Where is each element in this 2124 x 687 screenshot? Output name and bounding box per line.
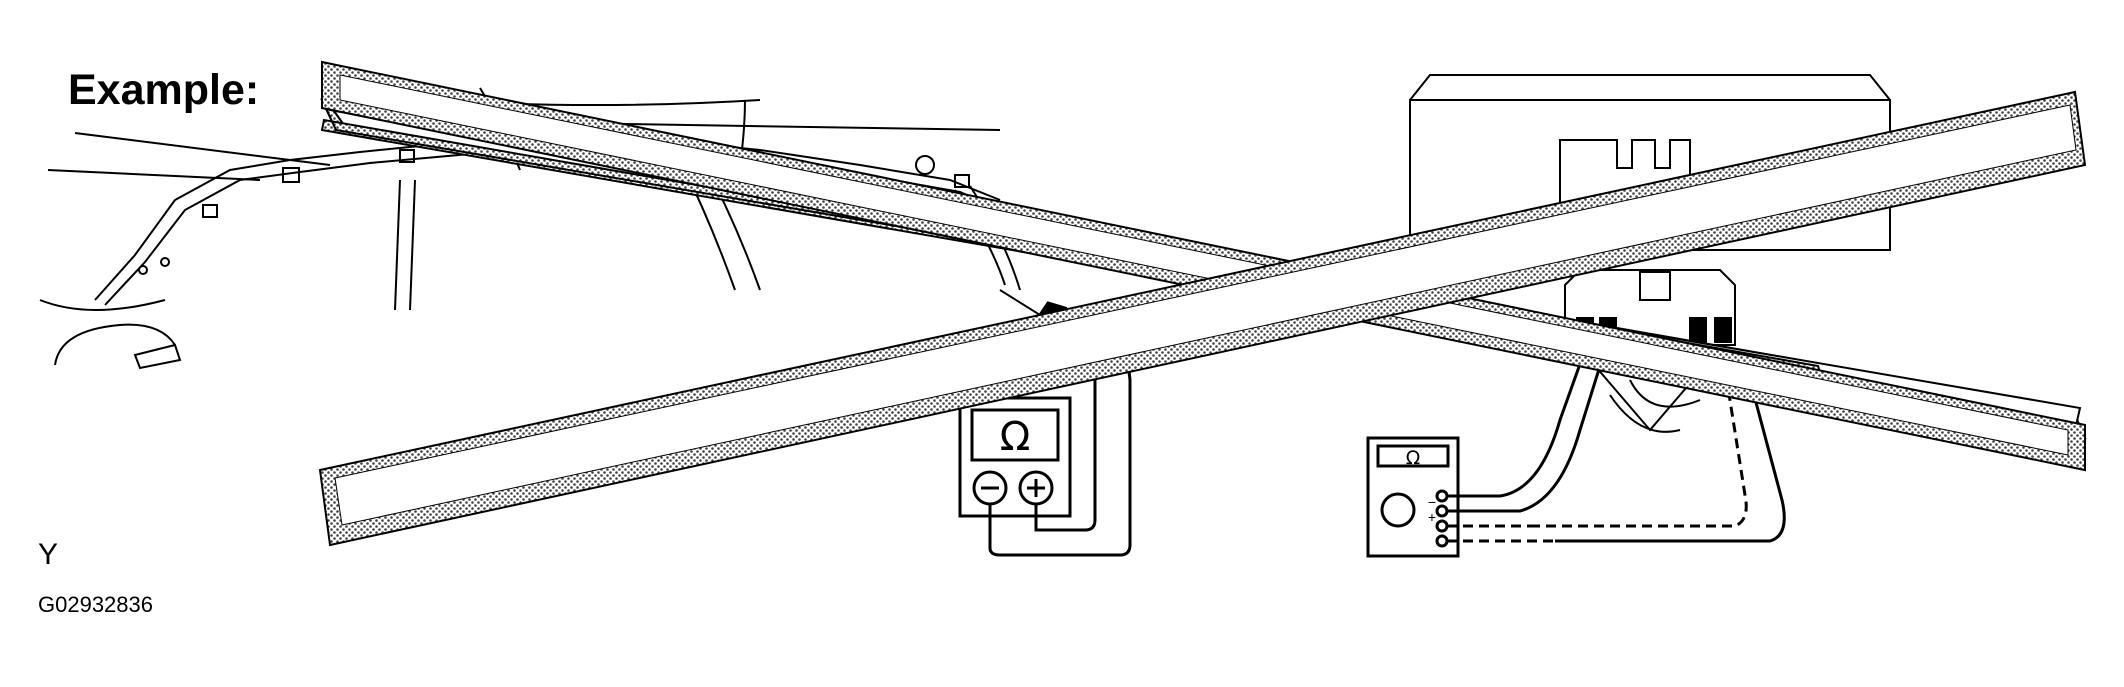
right-neg-terminal: − (1428, 494, 1436, 510)
cross-out-bar-2 (318, 90, 2087, 547)
right-ohm-symbol: Ω (1406, 447, 1421, 469)
view-letter: Y (38, 538, 59, 571)
left-ohm-symbol: Ω (1000, 414, 1031, 460)
right-pos-terminal: + (1428, 509, 1436, 525)
left-ohmmeter (958, 396, 1072, 518)
right-meter-leads (1447, 349, 1786, 543)
example-title: Example: (68, 66, 260, 114)
figure-code: G02932836 (38, 592, 153, 617)
cross-out-bar-1 (321, 60, 2086, 472)
right-ohmmeter (1366, 436, 1460, 558)
